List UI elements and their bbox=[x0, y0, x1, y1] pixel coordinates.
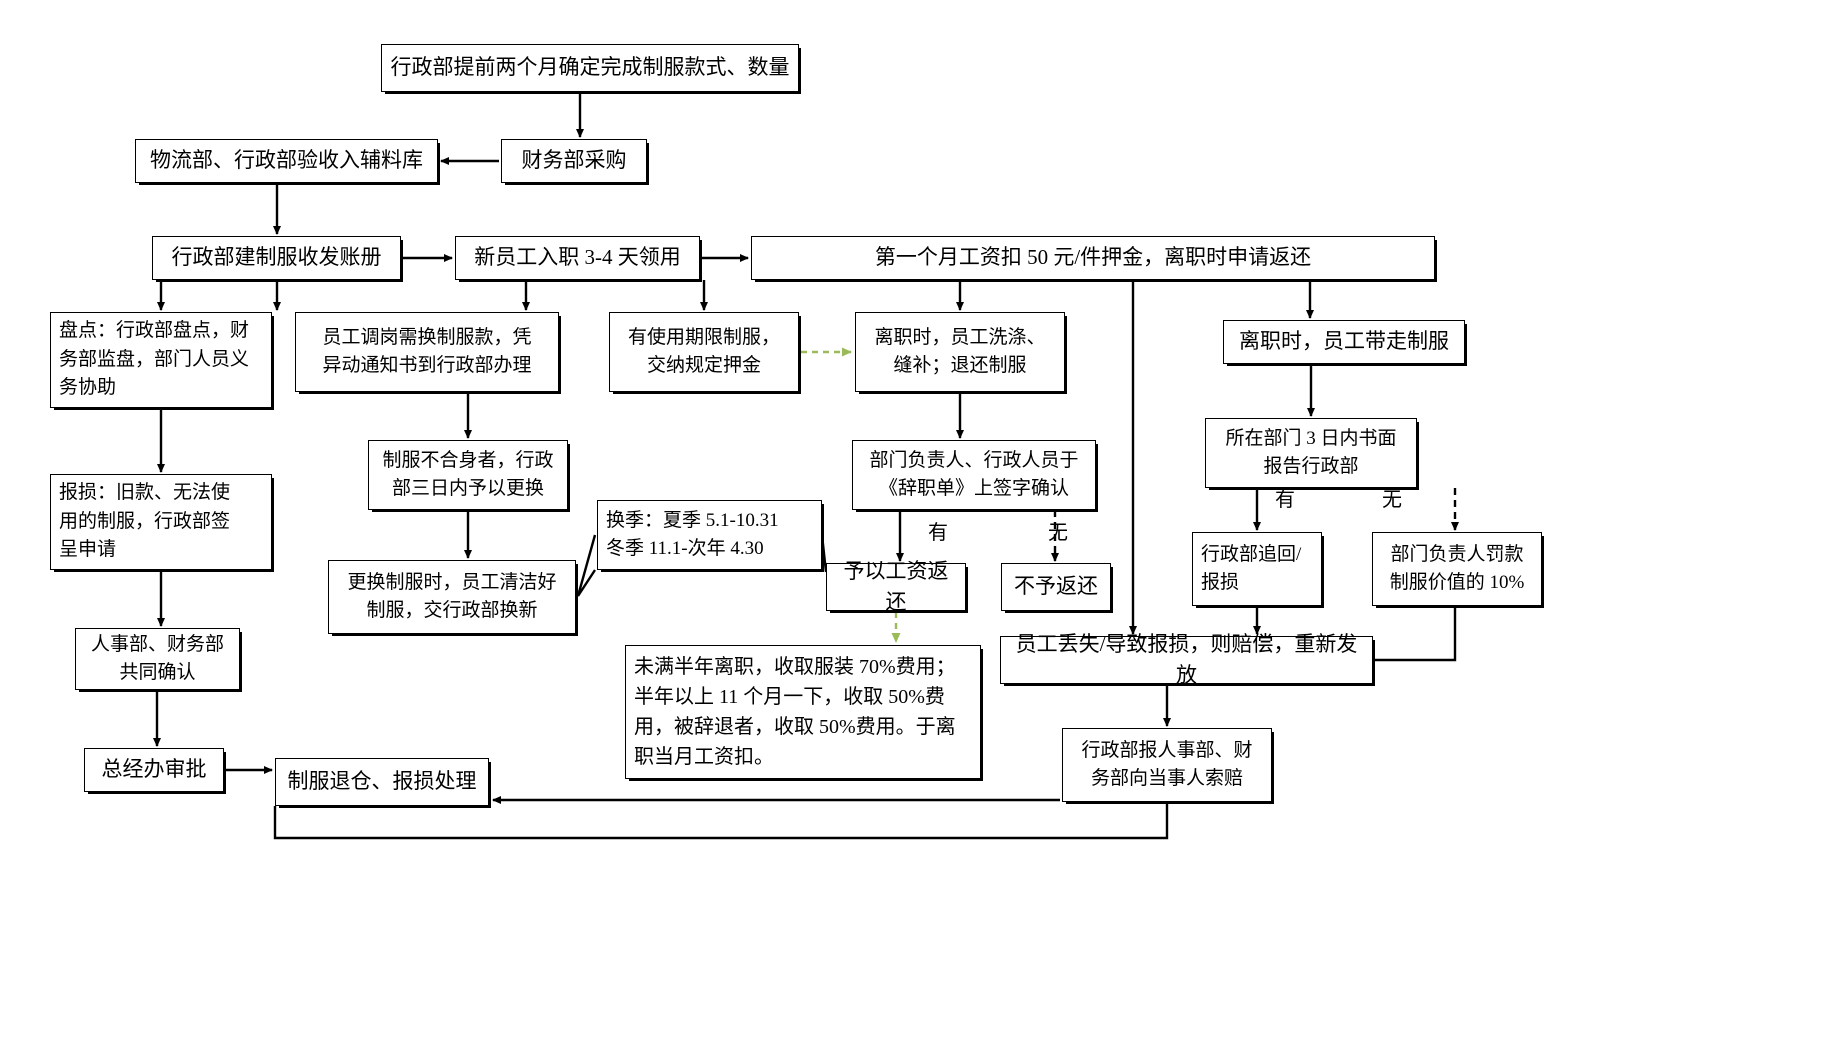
edge-label-e2: 无 bbox=[1048, 522, 1068, 544]
flow-node-n26[interactable]: 制服退仓、报损处理 bbox=[275, 758, 489, 806]
flow-node-label: 部门负责人、行政人员于《辞职单》上签字确认 bbox=[869, 449, 1079, 500]
flow-node-label: 员工调岗需换制服款，凭异动通知书到行政部办理 bbox=[322, 326, 532, 377]
flow-node-n20[interactable]: 行政部追回/报损 bbox=[1192, 532, 1322, 606]
flow-node-label: 第一个月工资扣 50 元/件押金，离职时申请返还 bbox=[874, 245, 1312, 270]
flow-node-label: 报损：旧款、无法使用的制服，行政部签呈申请 bbox=[59, 482, 231, 561]
flow-node-label: 行政部追回/报损 bbox=[1201, 543, 1302, 594]
flow-node-n21[interactable]: 部门负责人罚款制服价值的 10% bbox=[1372, 532, 1542, 606]
flow-node-n1[interactable]: 行政部提前两个月确定完成制服款式、数量 bbox=[381, 44, 799, 92]
flow-node-n7[interactable]: 盘点：行政部盘点，财务部监盘，部门人员义务协助 bbox=[50, 312, 272, 408]
flow-node-label: 有使用期限制服，交纳规定押金 bbox=[627, 326, 780, 377]
flow-node-label: 行政部报人事部、财务部向当事人索赔 bbox=[1081, 739, 1253, 790]
flow-node-n2[interactable]: 物流部、行政部验收入辅料库 bbox=[135, 139, 438, 183]
flow-node-label: 总经办审批 bbox=[101, 757, 207, 782]
flow-node-n8[interactable]: 员工调岗需换制服款，凭异动通知书到行政部办理 bbox=[295, 312, 559, 392]
flow-node-n6[interactable]: 第一个月工资扣 50 元/件押金，离职时申请返还 bbox=[751, 236, 1435, 280]
flow-node-label: 予以工资返还 bbox=[843, 558, 949, 615]
edge-label-e1: 有 bbox=[928, 522, 948, 544]
flow-node-n19[interactable]: 不予返还 bbox=[1001, 563, 1111, 611]
flow-node-label: 制服退仓、报损处理 bbox=[287, 769, 477, 794]
flow-node-label: 不予返还 bbox=[1014, 574, 1098, 599]
flow-node-n13[interactable]: 制服不合身者，行政部三日内予以更换 bbox=[368, 440, 568, 510]
flow-node-n12[interactable]: 报损：旧款、无法使用的制服，行政部签呈申请 bbox=[50, 474, 272, 570]
flow-node-n15[interactable]: 所在部门 3 日内书面报告行政部 bbox=[1205, 418, 1417, 488]
flow-node-n4[interactable]: 行政部建制服收发账册 bbox=[152, 236, 401, 280]
flow-node-n25[interactable]: 总经办审批 bbox=[84, 748, 224, 792]
flow-node-n23[interactable]: 未满半年离职，收取服装 70%费用；半年以上 11 个月一下，收取 50%费用，… bbox=[625, 645, 981, 779]
flow-node-label: 行政部建制服收发账册 bbox=[171, 245, 382, 270]
edge-label-e4: 无 bbox=[1382, 489, 1402, 511]
flow-node-n10[interactable]: 离职时，员工洗涤、缝补；退还制服 bbox=[855, 312, 1065, 392]
flow-node-label: 离职时，员工带走制服 bbox=[1239, 329, 1449, 354]
flow-node-label: 盘点：行政部盘点，财务部监盘，部门人员义务协助 bbox=[59, 320, 250, 399]
flow-node-label: 更换制服时，员工清洁好制服，交行政部换新 bbox=[347, 571, 557, 622]
flow-node-label: 财务部采购 bbox=[521, 148, 627, 173]
flow-node-n14[interactable]: 部门负责人、行政人员于《辞职单》上签字确认 bbox=[852, 440, 1096, 510]
flow-node-n11[interactable]: 离职时，员工带走制服 bbox=[1223, 320, 1465, 364]
flow-node-n24[interactable]: 员工丢失/导致报损，则赔偿，重新发放 bbox=[1000, 632, 1373, 687]
flow-node-n22[interactable]: 人事部、财务部共同确认 bbox=[75, 628, 240, 690]
flow-node-n18[interactable]: 予以工资返还 bbox=[826, 559, 966, 614]
flow-node-n27[interactable]: 行政部报人事部、财务部向当事人索赔 bbox=[1062, 728, 1272, 802]
flow-node-n5[interactable]: 新员工入职 3-4 天领用 bbox=[455, 236, 700, 280]
flow-node-n17[interactable]: 更换制服时，员工清洁好制服，交行政部换新 bbox=[328, 560, 576, 634]
flow-node-label: 离职时，员工洗涤、缝补；退还制服 bbox=[874, 326, 1046, 377]
flow-node-n3[interactable]: 财务部采购 bbox=[501, 139, 647, 183]
flow-node-label: 新员工入职 3-4 天领用 bbox=[474, 245, 681, 270]
flow-node-n9[interactable]: 有使用期限制服，交纳规定押金 bbox=[609, 312, 799, 392]
flow-node-label: 未满半年离职，收取服装 70%费用；半年以上 11 个月一下，收取 50%费用，… bbox=[634, 656, 956, 768]
flow-node-label: 人事部、财务部共同确认 bbox=[90, 633, 224, 684]
flow-node-label: 制服不合身者，行政部三日内予以更换 bbox=[382, 449, 554, 500]
flow-node-label: 物流部、行政部验收入辅料库 bbox=[150, 148, 423, 173]
flow-node-label: 员工丢失/导致报损，则赔偿，重新发放 bbox=[1015, 631, 1358, 688]
flow-node-label: 行政部提前两个月确定完成制服款式、数量 bbox=[390, 55, 790, 80]
flow-node-label: 所在部门 3 日内书面报告行政部 bbox=[1225, 427, 1397, 478]
flow-node-label: 部门负责人罚款制服价值的 10% bbox=[1389, 543, 1525, 594]
edge-label-e3: 有 bbox=[1275, 489, 1295, 511]
